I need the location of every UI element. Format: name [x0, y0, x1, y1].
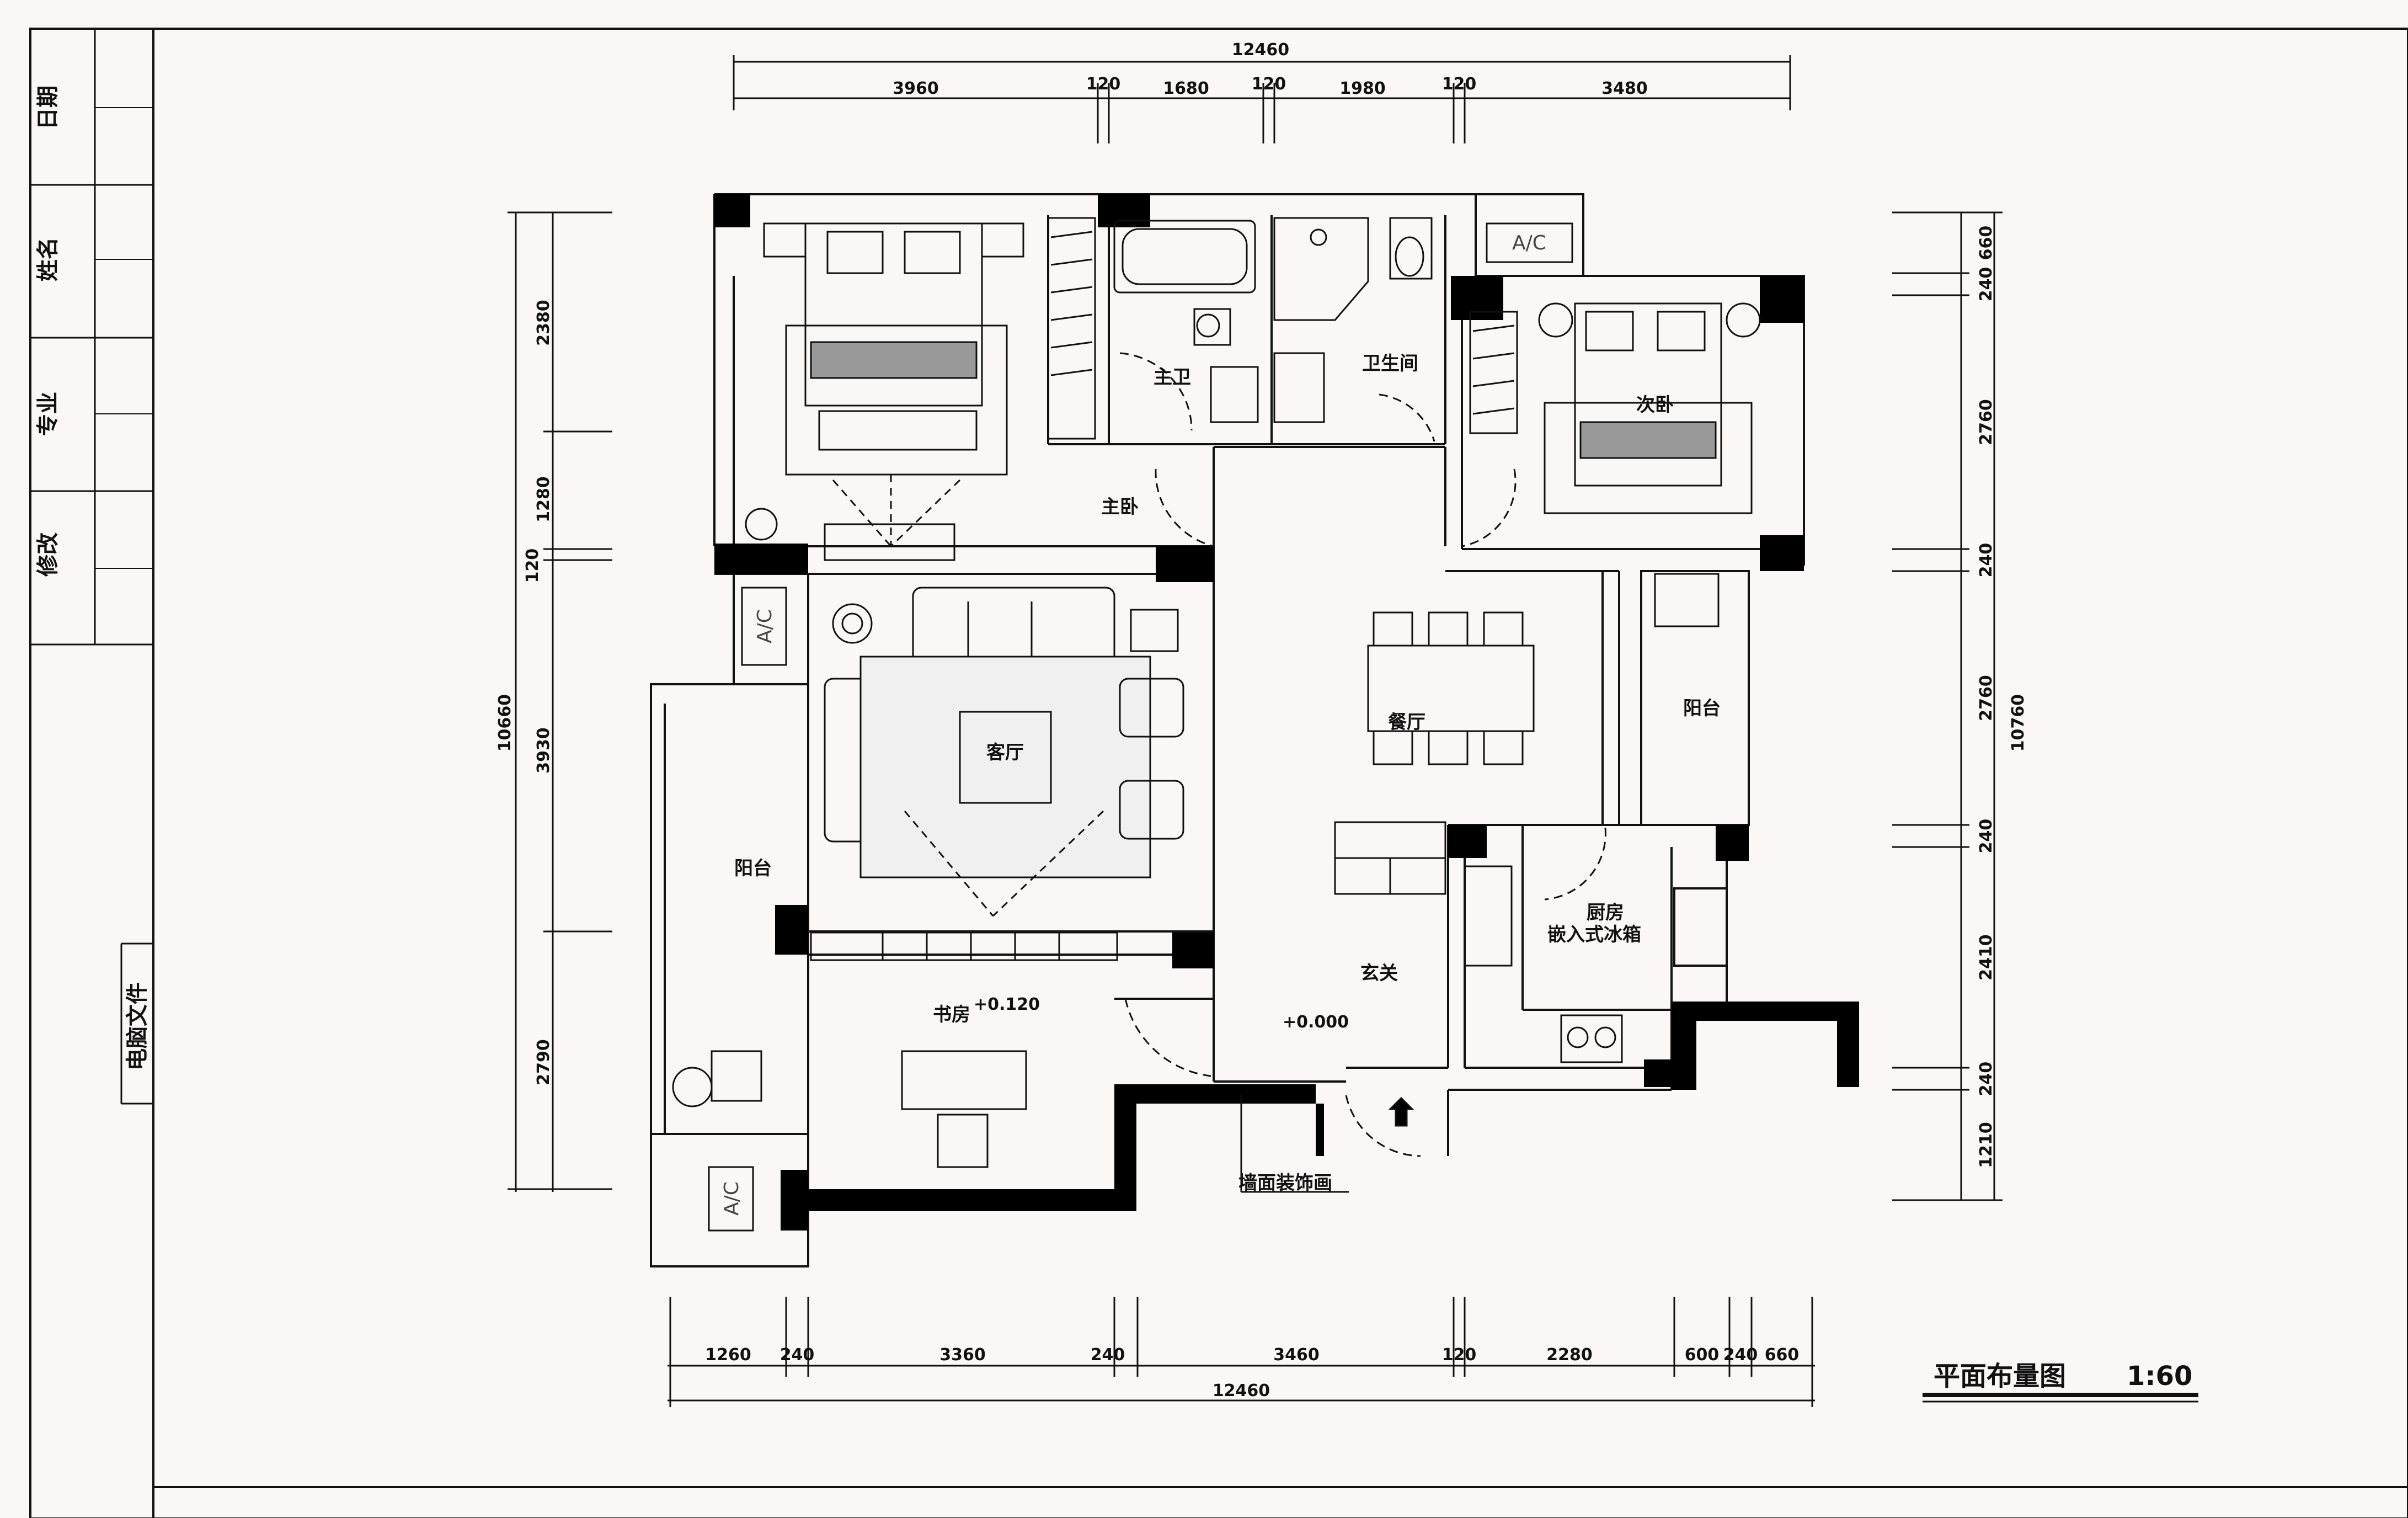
dim-top-5: 1980: [1339, 79, 1386, 98]
room-second-bedroom: 次卧: [1636, 394, 1674, 416]
dim-left-5: 2790: [534, 1039, 553, 1085]
dim-right-5: 2760: [1977, 675, 1996, 721]
title-field-modify: 修改: [35, 532, 61, 577]
room-kitchen: 厨房: [1587, 902, 1624, 924]
room-bathroom: 卫生间: [1362, 353, 1418, 375]
level-entrance: +0.000: [1283, 1013, 1349, 1032]
room-labels: 主卧 主卫 卫生间 次卧 客厅 餐厅 阳台 阳台 书房 玄关 厨房 嵌入式冰箱 …: [720, 232, 1721, 1216]
sheet-frame: [29, 28, 2408, 1518]
level-study: +0.120: [974, 995, 1040, 1014]
dim-right-8: 240: [1977, 1062, 1996, 1096]
dim-bottom-3: 3360: [939, 1345, 986, 1365]
door-swings: [1119, 352, 1606, 1157]
dim-left-1: 2380: [534, 300, 553, 346]
title-field-date: 日期: [35, 86, 61, 130]
title-block-labels: 修改 专业 姓名 日期 电脑文件: [35, 86, 150, 1070]
second-bed: [1574, 302, 1722, 487]
dim-bottom-9: 240: [1723, 1345, 1758, 1365]
dim-top-4: 120: [1252, 74, 1286, 94]
dim-left-3: 120: [523, 548, 542, 583]
dim-bottom-total: 12460: [1213, 1381, 1270, 1400]
study-chair: [937, 1114, 989, 1168]
dim-bottom-1: 1260: [705, 1345, 751, 1365]
sofa-main: [912, 587, 1115, 669]
room-living: 客厅: [986, 742, 1024, 764]
room-balcony-left: 阳台: [734, 857, 772, 880]
master-bed: [804, 222, 983, 407]
dims-right: 660 240 2760 240 2760 240 2410 240 1210 …: [1977, 226, 2028, 1168]
room-dining: 餐厅: [1388, 711, 1425, 733]
coffee-table: [959, 711, 1052, 804]
bathtub: [1113, 220, 1256, 294]
drawing-title-block: 平面布量图 1:60: [1923, 1361, 2198, 1403]
wall-columns: [714, 194, 1859, 1231]
dim-right-6: 240: [1977, 819, 1996, 854]
dim-top-3: 1680: [1163, 79, 1209, 98]
room-study: 书房: [933, 1004, 970, 1026]
dim-right-2: 240: [1977, 267, 1996, 302]
dim-top-6: 120: [1442, 74, 1477, 94]
dim-left-total: 10660: [495, 694, 515, 752]
dimension-lines: [515, 61, 1995, 1402]
title-field-name: 姓名: [35, 237, 61, 281]
ac-label-top: A/C: [1512, 232, 1546, 254]
room-fridge: 嵌入式冰箱: [1547, 924, 1641, 946]
dim-bottom-8: 600: [1685, 1345, 1720, 1365]
dim-bottom-2: 240: [780, 1345, 815, 1365]
room-entrance: 玄关: [1360, 962, 1398, 984]
dim-top-total: 12460: [1232, 40, 1289, 60]
furniture: [672, 217, 1761, 1232]
dim-bottom-7: 2280: [1546, 1345, 1593, 1365]
dim-bottom-4: 240: [1091, 1345, 1125, 1365]
dim-top-1: 3960: [893, 79, 939, 98]
room-master-bath: 主卫: [1154, 366, 1191, 388]
ac-label-left-bottom: A/C: [720, 1181, 743, 1216]
drawing-title: 平面布量图: [1934, 1361, 2066, 1392]
drawing-scale: 1:60: [2127, 1361, 2192, 1392]
dim-right-3: 2760: [1977, 399, 1996, 445]
dims-top: 3960 120 1680 120 1980 120 3480 12460: [893, 40, 1648, 98]
dim-top-2: 120: [1086, 74, 1121, 94]
dims-bottom: 1260 240 3360 240 3460 120 2280 600 240 …: [705, 1345, 1799, 1400]
wall-decor-label: 墙面装饰画: [1238, 1172, 1332, 1194]
dim-right-7: 2410: [1977, 934, 1996, 981]
dim-right-1: 660: [1977, 226, 1996, 260]
dim-left-2: 1280: [534, 476, 553, 523]
dim-right-total: 10760: [2009, 694, 2028, 752]
dim-left-4: 3930: [534, 727, 553, 774]
entry-arrow: [1388, 1096, 1414, 1127]
dim-bottom-5: 3460: [1273, 1345, 1320, 1365]
title-field-major: 专业: [35, 392, 61, 436]
dim-right-9: 1210: [1977, 1122, 1996, 1168]
ac-label-left-top: A/C: [754, 609, 776, 643]
room-master-bedroom: 主卧: [1101, 496, 1139, 518]
dim-bottom-6: 120: [1442, 1345, 1477, 1365]
dim-top-7: 3480: [1601, 79, 1648, 98]
file-label: 电脑文件: [125, 982, 150, 1070]
dim-right-4: 240: [1977, 543, 1996, 578]
room-balcony-right: 阳台: [1683, 697, 1721, 720]
study-desk: [901, 1050, 1027, 1110]
dims-left: 2380 1280 120 3930 2790 10660: [495, 300, 553, 1085]
dimension-ticks: [508, 55, 2003, 1407]
dim-bottom-10: 660: [1765, 1345, 1800, 1365]
